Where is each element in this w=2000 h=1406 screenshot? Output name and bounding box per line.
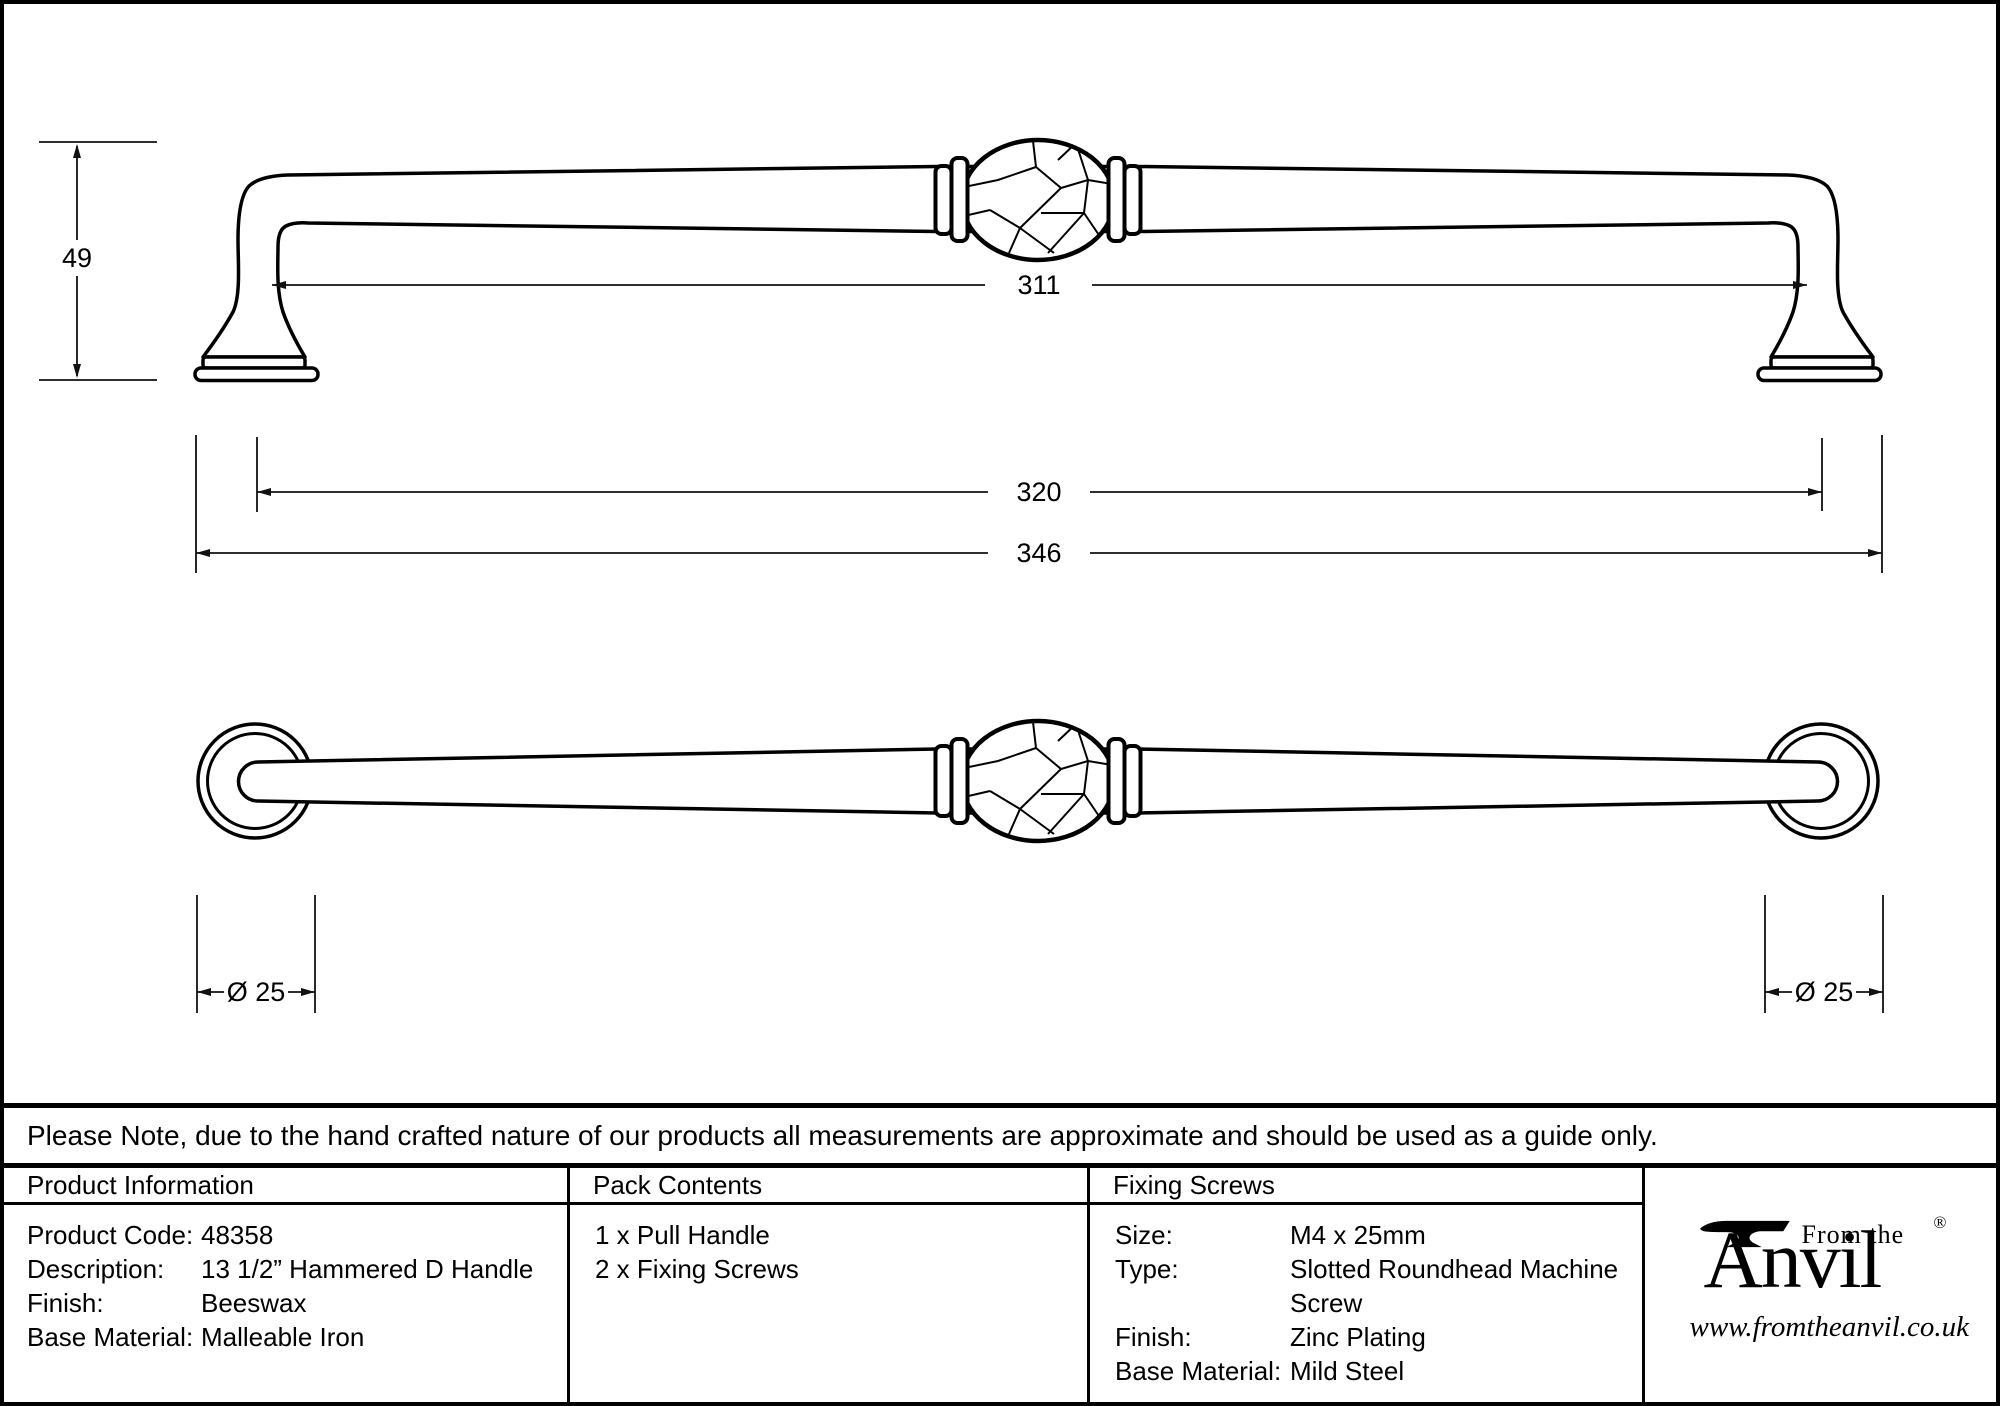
dimension-arrows-front: [73, 144, 1882, 557]
list-item: 1 x Pull Handle: [595, 1219, 770, 1250]
table-row: Size: M4 x 25mm: [1090, 1218, 1642, 1252]
left-foot-base: [193, 366, 320, 383]
dimension-arrows-plan: [197, 988, 1883, 996]
table-row: Base Material: Mild Steel: [1090, 1354, 1642, 1388]
table-row: Description: 13 1/2” Hammered D Handle: [4, 1252, 567, 1286]
collar: [1106, 156, 1127, 243]
logo-tagline: From the: [1801, 1220, 1905, 1249]
collar: [933, 164, 954, 236]
product-information-section: Product Information Product Code: 48358 …: [4, 1168, 570, 1402]
table-row: Base Material: Malleable Iron: [4, 1320, 567, 1354]
dimension-lines-plan: [196, 895, 1884, 1013]
dim-right-diameter-label: Ø 25: [1795, 977, 1854, 1007]
anvil-icon: [1699, 1220, 1790, 1248]
row-label: Type:: [1115, 1253, 1179, 1284]
row-value: 48358: [201, 1219, 274, 1250]
product-information-header: Product Information: [4, 1168, 567, 1205]
collar: [1122, 164, 1143, 236]
plan-view-handle: [196, 718, 1880, 844]
info-table: Product Information Product Code: 48358 …: [4, 1168, 1996, 1402]
row-value: M4 x 25mm: [1290, 1219, 1426, 1250]
row-label: Product Code:: [27, 1219, 194, 1250]
row-value: Malleable Iron: [201, 1321, 365, 1352]
row-value: Mild Steel: [1290, 1355, 1405, 1386]
collar: [1106, 737, 1127, 825]
row-value: Slotted Roundhead Machine: [1290, 1253, 1619, 1284]
front-view-handle: [193, 137, 1883, 383]
row-label: Base Material:: [1115, 1355, 1282, 1386]
from-the-anvil-logo: From the ® Anvil www.fromtheanvil.co.uk: [1689, 1213, 1970, 1347]
logo-website-url: www.fromtheanvil.co.uk: [1689, 1311, 1970, 1343]
dim-left-diameter-label: Ø 25: [227, 977, 286, 1007]
registered-trademark-symbol: ®: [1933, 1213, 1947, 1232]
row-label: Size:: [1115, 1219, 1173, 1250]
collar: [949, 737, 970, 825]
collar: [1122, 744, 1143, 818]
brand-section: From the ® Anvil www.fromtheanvil.co.uk: [1645, 1168, 1996, 1402]
dim-hole-centres-label: 320: [1016, 477, 1061, 507]
dim-height-label: 49: [62, 243, 92, 273]
pack-contents-header: Pack Contents: [570, 1168, 1087, 1205]
collar: [933, 744, 954, 818]
right-foot-base: [1756, 366, 1883, 383]
table-row: Finish: Zinc Plating: [1090, 1320, 1642, 1354]
row-label: Description:: [27, 1253, 165, 1284]
row-value: Screw: [1290, 1287, 1363, 1318]
list-item: 2 x Fixing Screws: [595, 1253, 799, 1284]
table-row: Screw: [1090, 1286, 1642, 1320]
table-row: Product Code: 48358: [4, 1218, 567, 1252]
pack-contents-section: Pack Contents 1 x Pull Handle 2 x Fixing…: [570, 1168, 1090, 1402]
row-label: Finish:: [1115, 1321, 1192, 1352]
logo-brand-text: Anvil: [1703, 1214, 1883, 1305]
row-value: Zinc Plating: [1290, 1321, 1426, 1352]
row-value: Beeswax: [201, 1287, 307, 1318]
row-value: 13 1/2” Hammered D Handle: [201, 1253, 534, 1284]
dim-overall-label: 346: [1016, 538, 1061, 568]
collar: [949, 156, 970, 243]
fixing-screws-header: Fixing Screws: [1090, 1168, 1642, 1205]
measurement-note-row: Please Note, due to the hand crafted nat…: [4, 1103, 1996, 1168]
table-row: Finish: Beeswax: [4, 1286, 567, 1320]
dimension-lines-front: [39, 141, 1883, 573]
dim-inner-width-label: 311: [1017, 270, 1060, 300]
measurement-note-text: Please Note, due to the hand crafted nat…: [27, 1119, 1658, 1151]
fixing-screws-section: Fixing Screws Size: M4 x 25mm Type: Slot…: [1090, 1168, 1645, 1402]
table-row: Type: Slotted Roundhead Machine: [1090, 1252, 1642, 1286]
row-label: Finish:: [27, 1287, 104, 1318]
row-label: Base Material:: [27, 1321, 194, 1352]
